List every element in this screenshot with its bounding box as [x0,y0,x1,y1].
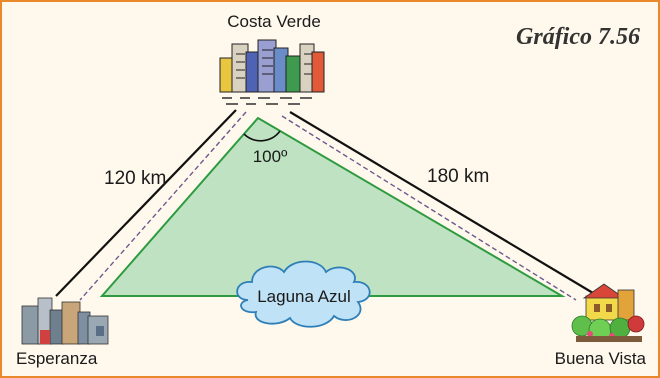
figure-title: Gráfico 7.56 [516,24,640,50]
angle-label: 100º [253,147,288,166]
angle-arc [243,130,281,142]
lake-shape [236,260,371,328]
town-label-esperanza: Esperanza [16,349,98,368]
city-esperanza-illustration [21,297,109,345]
distance-right-label: 180 km [427,166,489,187]
city-costa-verde-illustration [219,39,325,105]
town-buena-vista-illustration [571,283,645,342]
road-left [55,109,237,297]
distance-left-label: 120 km [104,168,166,189]
town-label-buena-vista: Buena Vista [555,349,647,368]
lake-label: Laguna Azul [257,287,351,306]
road-right [289,111,599,297]
town-label-costa-verde: Costa Verde [227,12,321,31]
dashed-path-right [281,115,577,301]
dashed-path-left [79,111,247,301]
